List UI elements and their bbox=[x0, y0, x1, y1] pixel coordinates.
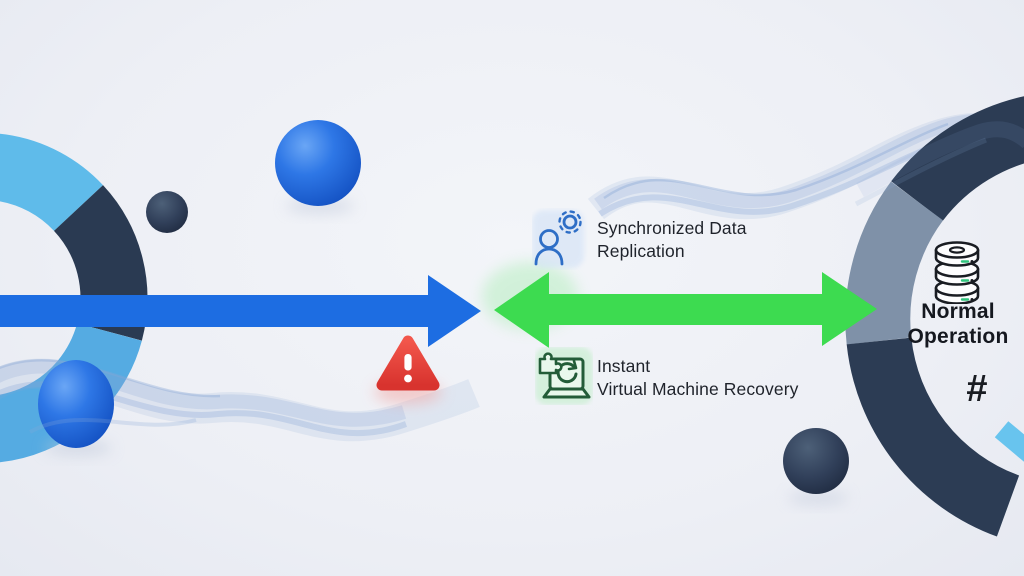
user-sync-icon bbox=[532, 208, 588, 270]
replication-label-line1: Synchronized Data bbox=[597, 218, 747, 238]
recovery-label-line2: Virtual Machine Recovery bbox=[597, 379, 799, 399]
sphere-navy-bottom bbox=[783, 428, 849, 505]
blue-arrow bbox=[0, 275, 481, 347]
warning-triangle-icon bbox=[374, 335, 442, 404]
sphere-navy-small bbox=[146, 191, 188, 233]
replication-label: Synchronized Data Replication bbox=[597, 217, 747, 263]
sphere-blue-top bbox=[275, 120, 361, 214]
sphere-blue-bottom bbox=[29, 360, 197, 456]
green-arrow bbox=[494, 272, 877, 348]
recovery-label-line1: Instant bbox=[597, 356, 651, 376]
database-stack-icon bbox=[928, 240, 986, 305]
normal-operation-label: Normal Operation bbox=[877, 299, 1024, 349]
wave-ribbon-top-overlay bbox=[854, 121, 1024, 207]
normal-operation-line1: Normal bbox=[921, 300, 995, 323]
vm-restore-icon bbox=[535, 347, 593, 405]
hash-symbol: # bbox=[966, 368, 988, 410]
right-ring-sky-segment bbox=[994, 421, 1024, 471]
normal-operation-line2: Operation bbox=[907, 325, 1009, 348]
replication-label-line2: Replication bbox=[597, 241, 685, 261]
right-ring bbox=[845, 96, 1024, 537]
recovery-label: Instant Virtual Machine Recovery bbox=[597, 355, 798, 401]
